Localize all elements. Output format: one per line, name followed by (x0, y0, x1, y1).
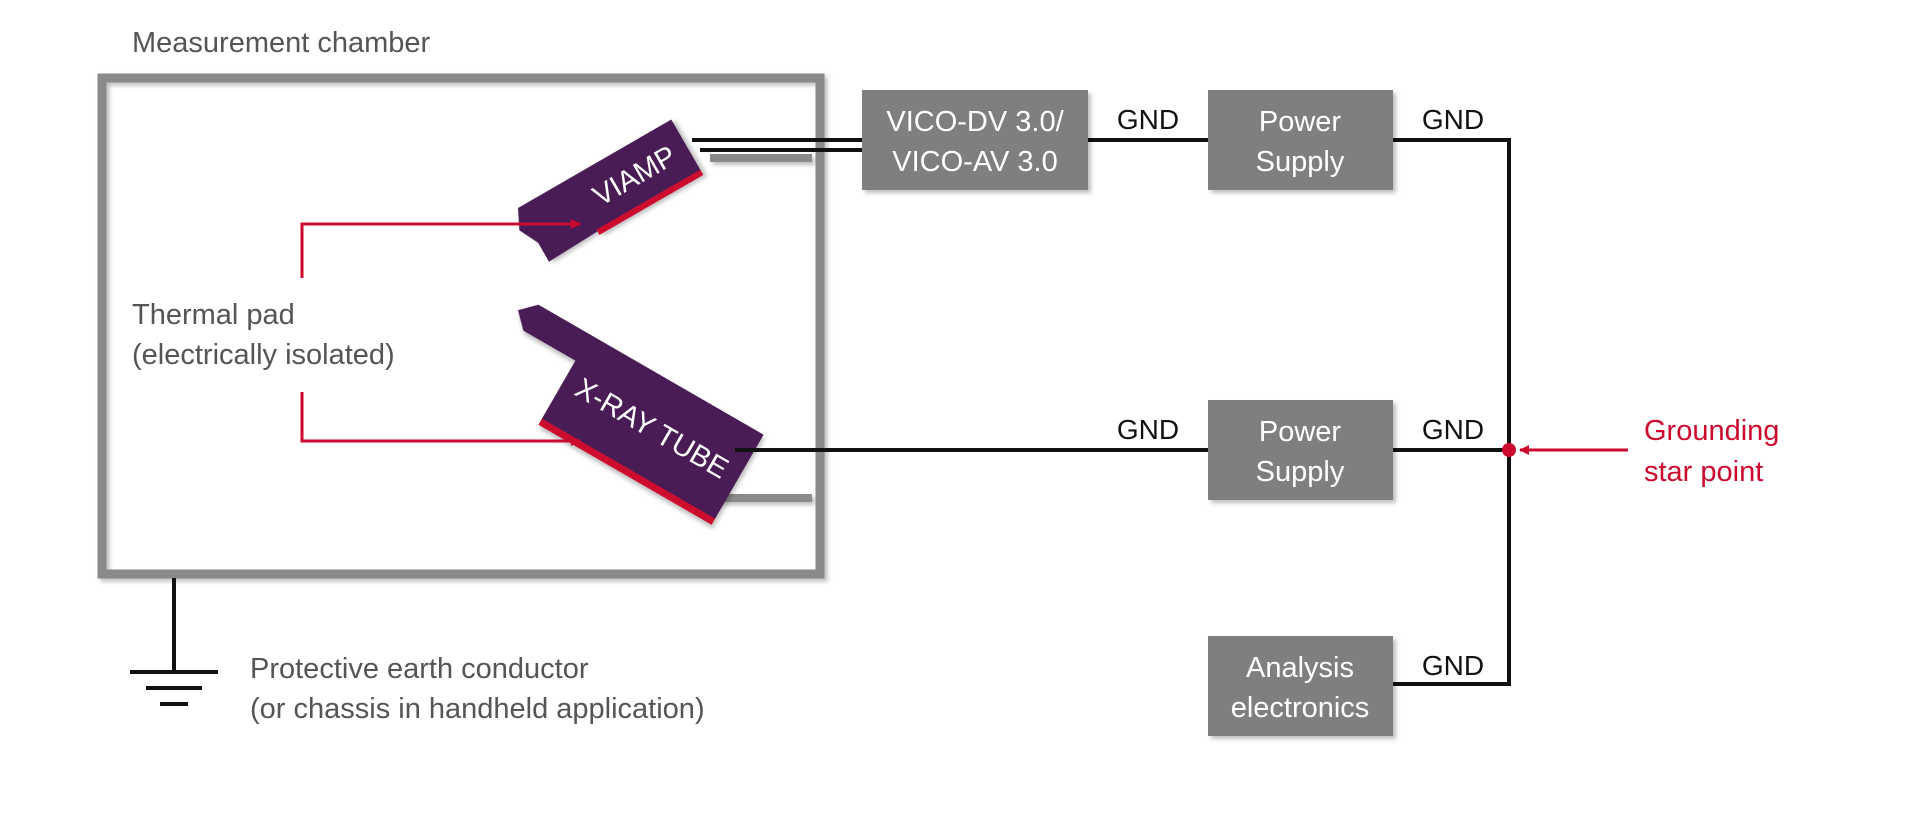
grounding-star-point (1502, 443, 1516, 457)
vico-label-line2: VICO-AV 3.0 (892, 146, 1057, 178)
thermal-pad-label-line2: (electrically isolated) (132, 339, 395, 371)
gnd-label-analysis: GND (1422, 650, 1484, 681)
gnd-label-ps-mid-right: GND (1422, 414, 1484, 445)
gnd-label-ps-top: GND (1422, 104, 1484, 135)
analysis-line2: electronics (1231, 692, 1370, 724)
power-supply-mid-line2: Supply (1256, 456, 1345, 488)
earth-ground-icon (130, 670, 218, 706)
chamber-title: Measurement chamber (132, 27, 431, 59)
power-supply-top-box: Power Supply (1208, 90, 1393, 190)
analysis-line1: Analysis (1246, 652, 1354, 684)
power-supply-mid-box: Power Supply (1208, 400, 1393, 500)
thermal-pad-arrow-top (300, 219, 581, 278)
viamp-device: VIAMP (518, 119, 704, 262)
vico-box: VICO-DV 3.0/ VICO-AV 3.0 (862, 90, 1088, 190)
gnd-label-ps-mid-left: GND (1117, 414, 1179, 445)
xray-tube-device: X-RAY TUBE (517, 304, 764, 525)
grounding-label-line1: Grounding (1644, 415, 1779, 447)
earth-label-line2: (or chassis in handheld application) (250, 693, 705, 725)
vico-label-line1: VICO-DV 3.0/ (886, 106, 1064, 138)
wires (172, 138, 1511, 686)
thermal-pad-label-line1: Thermal pad (132, 299, 295, 331)
analysis-electronics-box: Analysis electronics (1208, 636, 1393, 736)
gnd-label-vico: GND (1117, 104, 1179, 135)
earth-label-line1: Protective earth conductor (250, 653, 589, 685)
power-supply-top-line1: Power (1259, 106, 1342, 138)
power-supply-mid-line1: Power (1259, 416, 1342, 448)
thermal-pad-arrow-bottom (300, 392, 581, 446)
grounding-label-line2: star point (1644, 456, 1763, 488)
power-supply-top-line2: Supply (1256, 146, 1345, 178)
